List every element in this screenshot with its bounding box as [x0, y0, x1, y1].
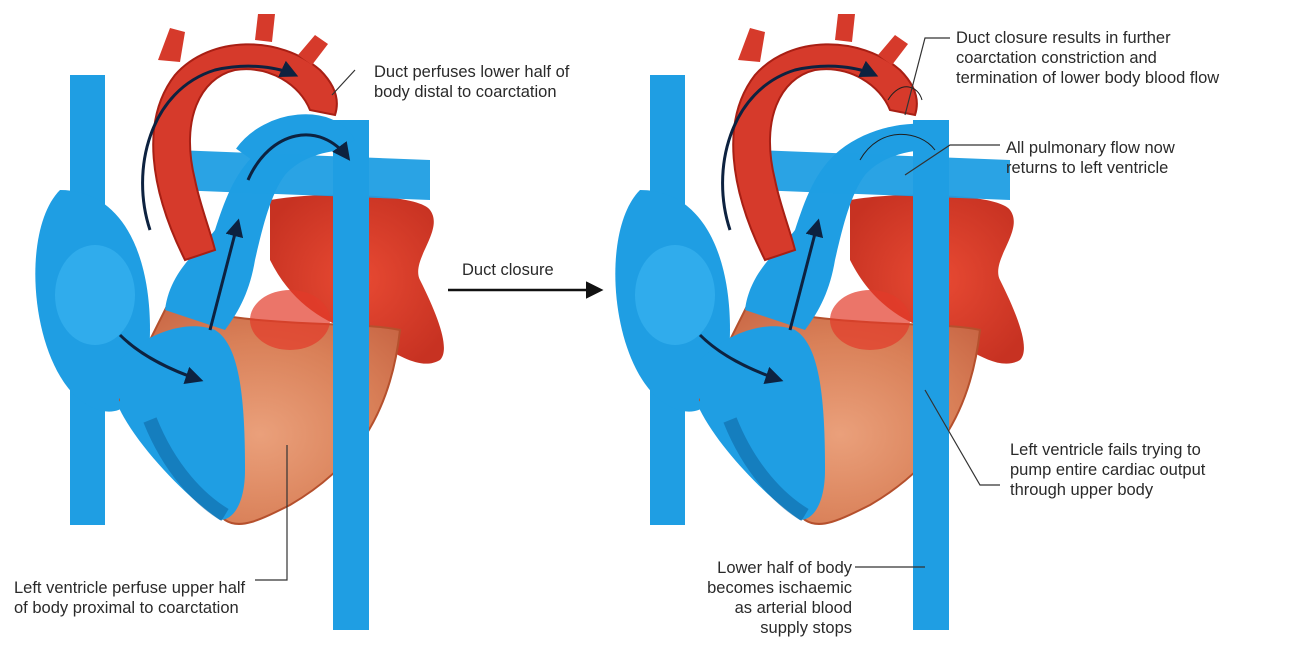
- label-lv-fails: Left ventricle fails trying to pump enti…: [1010, 440, 1205, 500]
- label-lv-perfuse-upper: Left ventricle perfuse upper half of bod…: [14, 578, 245, 618]
- label-pulmonary-flow: All pulmonary flow now returns to left v…: [1006, 138, 1175, 178]
- label-lower-body-ischaemic: Lower half of body becomes ischaemic as …: [660, 558, 852, 638]
- label-duct-perfuses: Duct perfuses lower half of body distal …: [374, 62, 569, 102]
- label-duct-closure: Duct closure: [462, 260, 554, 280]
- heart-after-closure: [615, 14, 1024, 630]
- heart-before-closure: [35, 14, 444, 630]
- label-duct-closure-results: Duct closure results in further coarctat…: [956, 28, 1219, 88]
